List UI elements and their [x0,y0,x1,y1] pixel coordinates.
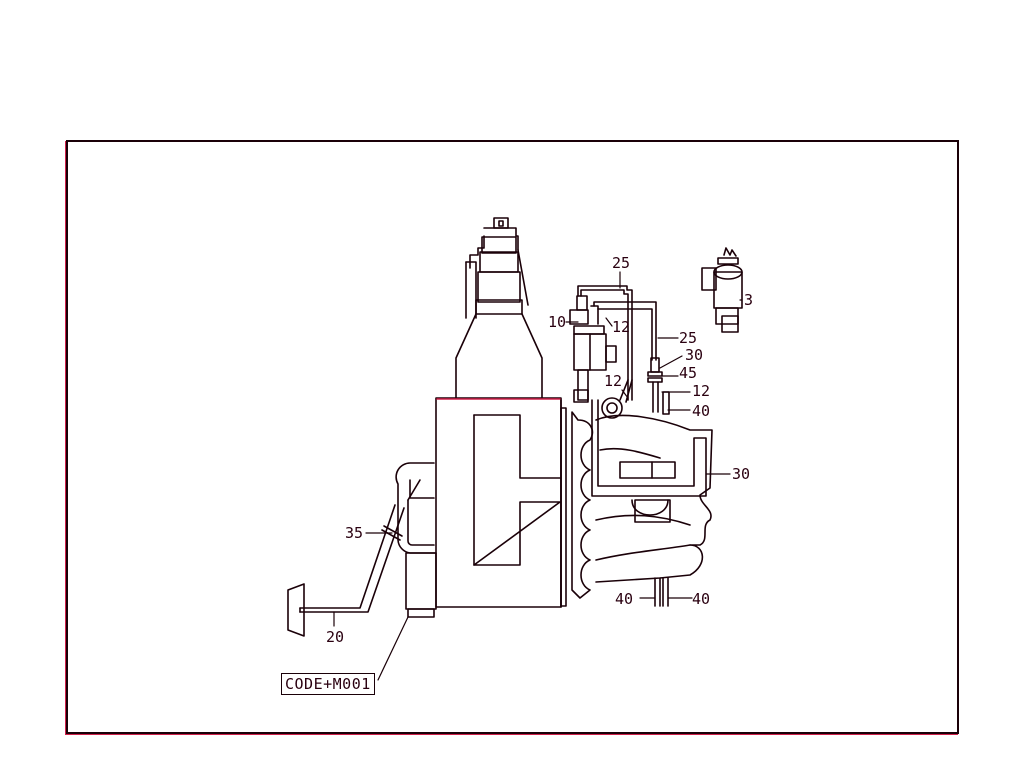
callout-40-bottom-right: 40 [692,590,710,608]
callout-25-top: 25 [612,254,630,272]
callout-30-lower: 30 [732,465,750,483]
callout-10: 10 [548,313,566,331]
callout-12-middle: 12 [604,372,622,390]
callout-40-bottom-left: 40 [615,590,633,608]
callout-35: 35 [345,524,363,542]
callout-3: 3 [744,291,753,309]
callout-labels: 25 3 10 12 25 30 45 12 12 40 30 35 40 40… [326,254,753,646]
distributor-assembly [455,217,543,399]
callout-25-right: 25 [679,329,697,347]
leader-lines [333,271,743,681]
callout-45: 45 [679,364,697,382]
code-label: CODE+M001 [281,673,375,695]
callout-12-right: 12 [692,382,710,400]
engine-block [435,397,567,608]
callout-30-upper: 30 [685,346,703,364]
callout-20: 20 [326,628,344,646]
vacuum-hoses [569,285,707,607]
diagram-frame [66,140,959,734]
part-3-actuator [701,247,743,333]
intake-manifold [571,411,713,599]
callout-40-upper: 40 [692,402,710,420]
callout-12-upper: 12 [612,318,630,336]
left-bracket [287,462,437,637]
